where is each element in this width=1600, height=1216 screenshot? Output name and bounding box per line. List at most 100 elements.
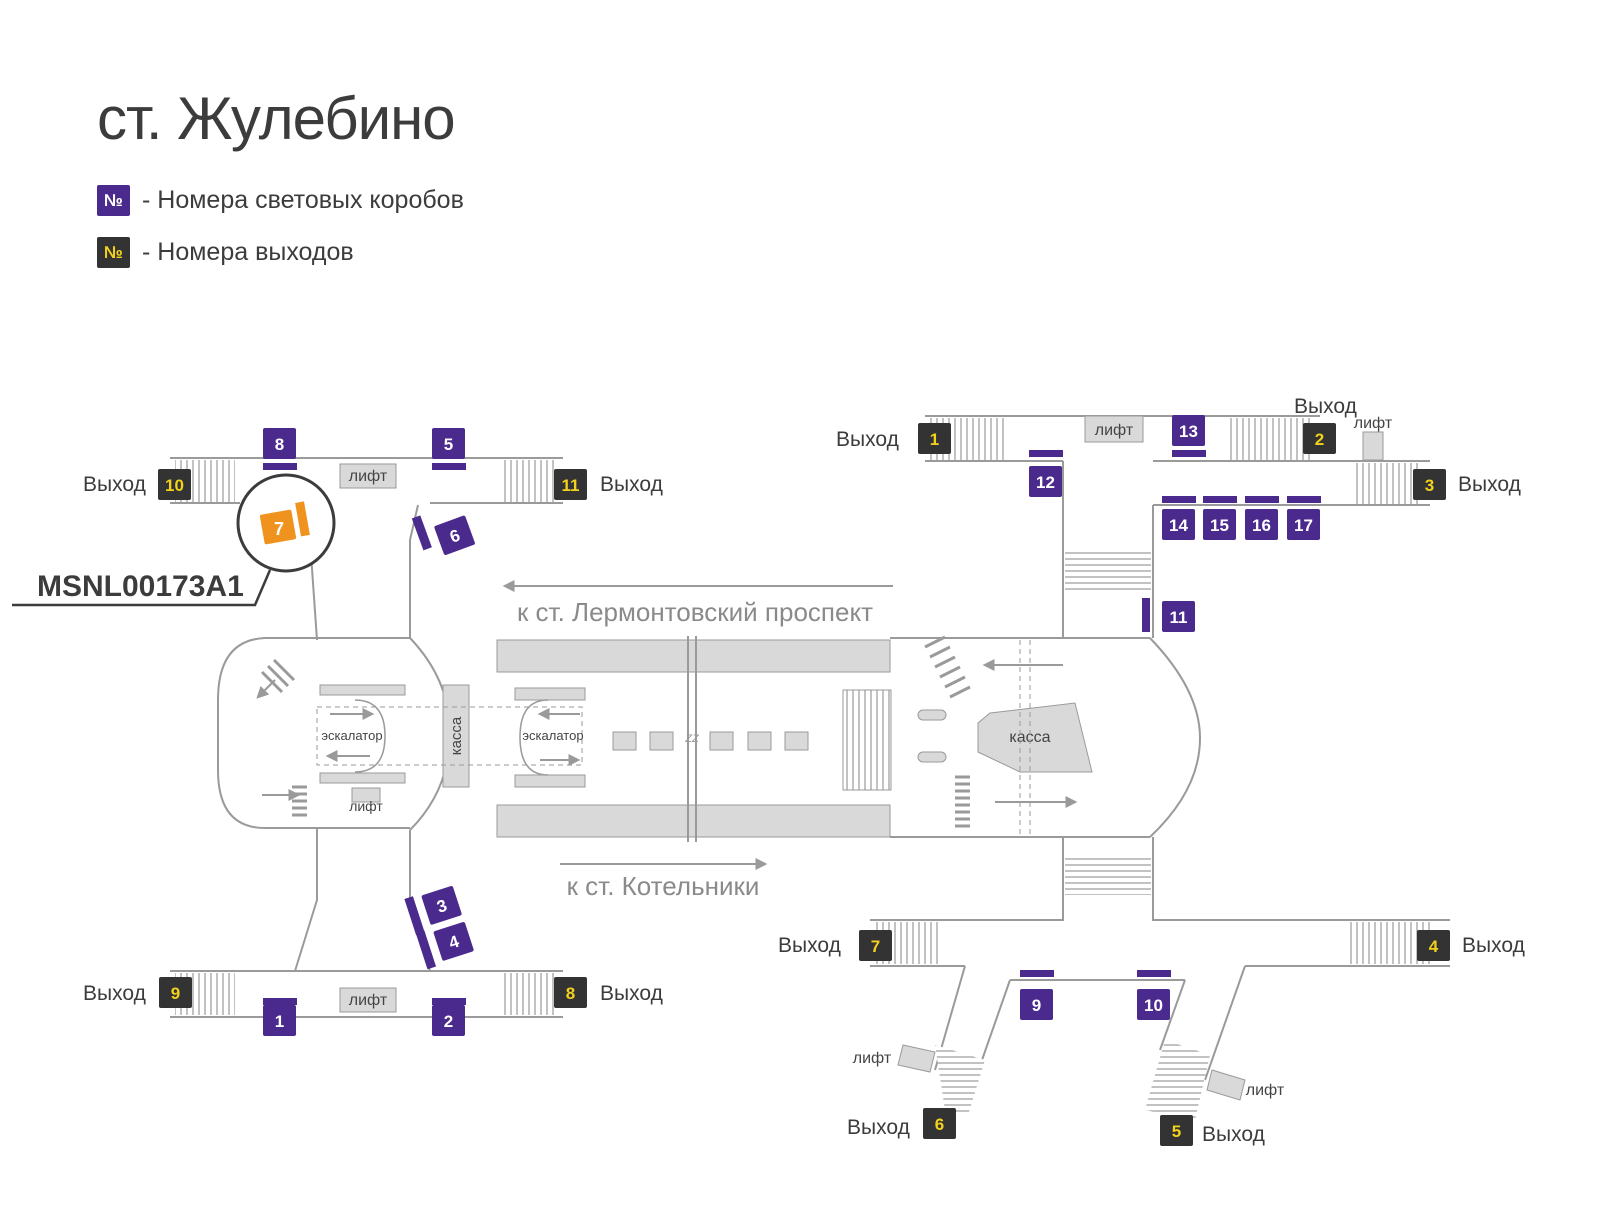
exit-badge [554, 469, 587, 500]
lightbox-badge [1162, 601, 1195, 632]
lightbox-marker: 8 [263, 428, 297, 470]
lift-box [339, 987, 397, 1013]
lightbox-marker: 14 [1162, 496, 1196, 540]
highlight-leader-line [12, 569, 272, 607]
lightbox-badge [1029, 466, 1062, 497]
lightbox-number: 9 [1032, 996, 1041, 1015]
stairs [1355, 463, 1420, 504]
lightbox-bar [432, 998, 466, 1005]
lightbox-marker: 4 [415, 922, 474, 970]
stairs [500, 973, 555, 1015]
lift-box [1206, 1069, 1246, 1101]
stairs [1350, 922, 1430, 964]
legend-exit: № - Номера выходов [97, 237, 354, 268]
stairs [500, 460, 555, 502]
exit-badge [918, 423, 951, 454]
exit-marker: 8 [554, 977, 587, 1008]
lightbox-marker: 1 [263, 998, 297, 1036]
lift-label: лифт [1095, 422, 1134, 439]
lightbox-badge [421, 886, 462, 925]
platform [496, 636, 892, 842]
escalator-path [316, 706, 583, 766]
exit-badge [1413, 469, 1446, 500]
lightbox-bar [1020, 970, 1054, 977]
exit-number: 5 [1172, 1122, 1181, 1141]
lightbox-badge [263, 1005, 296, 1036]
lightbox-badge [432, 1005, 465, 1036]
right-vestibule-walls [870, 415, 1450, 1081]
lightbox-number: 10 [1144, 996, 1163, 1015]
exit-marker: 4 [1417, 930, 1450, 961]
stairs [1230, 418, 1310, 460]
exit-number: 3 [1425, 476, 1434, 495]
exit-marker: 11 [554, 469, 587, 500]
lightbox-marker: 15 [1203, 496, 1237, 540]
exit-legend-badge: № [97, 237, 130, 268]
exit-badge [923, 1108, 956, 1139]
lightbox-number: 2 [444, 1012, 453, 1031]
page-title: ст. Жулебино [97, 85, 456, 152]
exit-badge [1160, 1115, 1193, 1146]
highlight-code: MSNL00173A1 [37, 570, 244, 603]
exit-word-label: Выход [83, 982, 146, 1005]
exit-marker: 9 [159, 977, 192, 1008]
exit-number: 2 [1315, 430, 1324, 449]
lightbox-bar [1029, 450, 1063, 457]
exit-number: 10 [165, 476, 184, 495]
exit-marker: 5 [1160, 1115, 1193, 1146]
exit-badge [158, 469, 191, 500]
legend-exit-text: - Номера выходов [142, 238, 354, 266]
lightbox-marker: 2 [432, 998, 466, 1036]
lightbox-number: 17 [1294, 516, 1313, 535]
lightbox-marker: 12 [1029, 450, 1063, 497]
exit-word-label: Выход [778, 934, 841, 957]
exit-word-label: Выход [83, 473, 146, 496]
exit-badge [159, 977, 192, 1008]
bench [917, 751, 947, 763]
lightbox-bar [1172, 450, 1206, 457]
lightbox-bar [1245, 496, 1279, 503]
lightbox-badge [432, 428, 465, 459]
highlight-lightbox-bar [295, 501, 310, 537]
exit-number: 11 [562, 476, 580, 495]
stairs [1065, 552, 1151, 590]
exit-word-label: Выход [600, 473, 663, 496]
lightbox-bar [1203, 496, 1237, 503]
stairs [935, 1045, 985, 1115]
lightbox-bar [263, 998, 297, 1005]
lightbox-bar [415, 930, 437, 970]
lightbox-number: 11 [1170, 608, 1188, 627]
lift-box [1084, 415, 1144, 443]
lightbox-bar [1162, 496, 1196, 503]
lift-box [1362, 431, 1384, 461]
escalator-label: эскалатор [522, 728, 583, 743]
exit-marker: 6 [923, 1108, 956, 1139]
exit-marker: 2 [1303, 423, 1336, 454]
exit-word-label: Выход [1294, 395, 1357, 418]
lightbox-marker: 17 [1287, 496, 1321, 540]
lift-label: лифт [1354, 415, 1393, 432]
lightbox-bar [1142, 598, 1150, 632]
exit-marker: 3 [1413, 469, 1446, 500]
turnstiles [924, 635, 971, 828]
lightbox-number: 8 [275, 435, 284, 454]
lightbox-badge [1020, 989, 1053, 1020]
exit-badge [1417, 930, 1450, 961]
exit-marker: 1 [918, 423, 951, 454]
exit-word-label: Выход [1202, 1123, 1265, 1146]
lightbox-marker: 16 [1245, 496, 1279, 540]
lift-label: лифт [349, 468, 388, 485]
lightbox-bar [404, 896, 425, 936]
escalator-label: эскалатор [321, 728, 382, 743]
exit-badge [859, 930, 892, 961]
exit-badge [554, 977, 587, 1008]
lift-label: лифт [349, 798, 383, 814]
lift-label: лифт [349, 992, 388, 1009]
lightbox-badge [1137, 989, 1170, 1020]
lightbox-marker: 9 [1020, 970, 1054, 1020]
direction-kotelniki: к ст. Котельники [567, 871, 760, 901]
kassa-booth [977, 702, 1093, 773]
exit-word-label: Выход [836, 428, 899, 451]
lightbox-badge [263, 428, 296, 459]
lightbox-legend-badge: № [97, 185, 130, 216]
